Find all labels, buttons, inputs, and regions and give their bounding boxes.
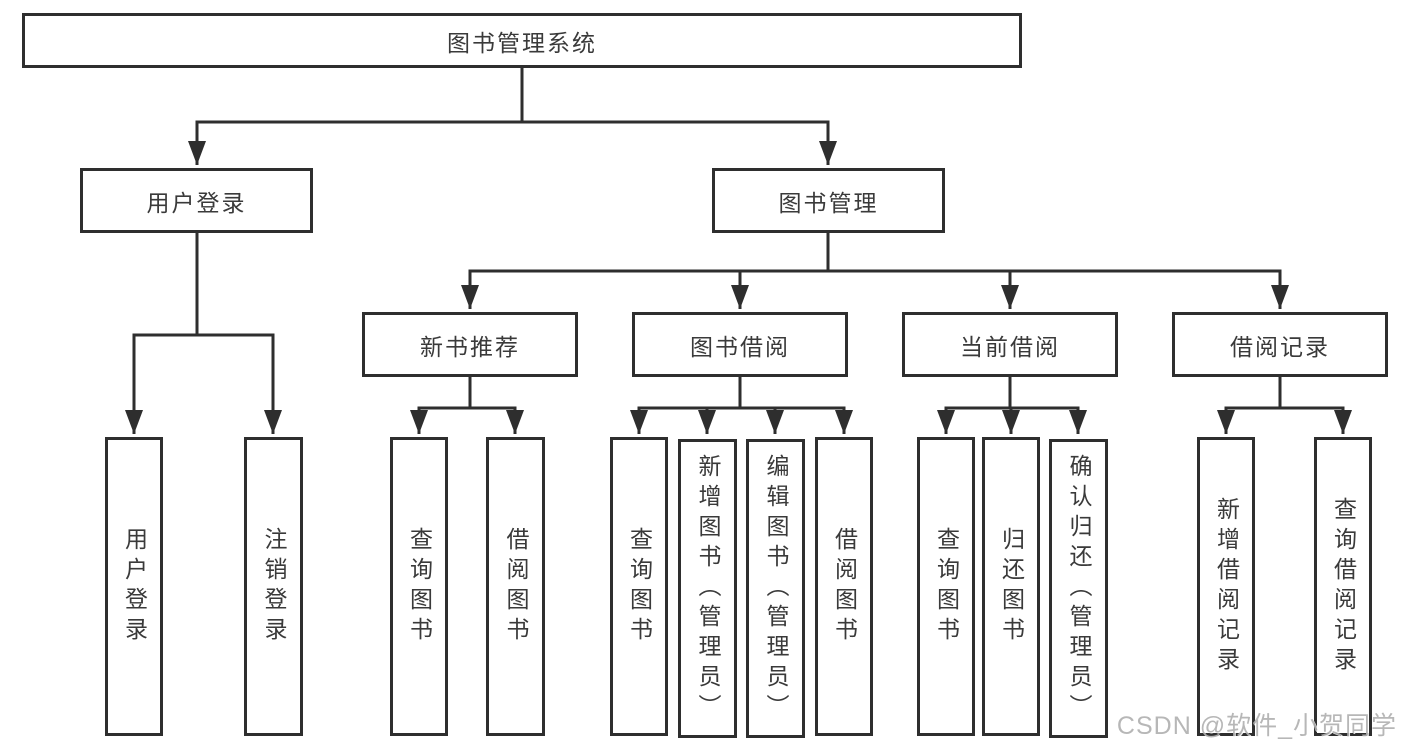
node-book-management: 图书管理 [712, 168, 945, 233]
leaf-borrowing-query-books: 查询图书 [610, 437, 668, 736]
node-borrow-records: 借阅记录 [1172, 312, 1388, 377]
node-library-management-system: 图书管理系统 [22, 13, 1022, 68]
leaf-borrowing-borrow-books: 借阅图书 [815, 437, 873, 736]
node-current-borrowing: 当前借阅 [902, 312, 1118, 377]
leaf-current-return-books: 归还图书 [982, 437, 1040, 736]
node-user-login: 用户登录 [80, 168, 313, 233]
leaf-user-login: 用户登录 [105, 437, 163, 736]
leaf-borrowing-add-books-admin: 新增图书（管理员） [678, 439, 737, 738]
csdn-watermark: CSDN @软件_小贺同学 [1116, 712, 1397, 740]
leaf-logout-login: 注销登录 [244, 437, 303, 736]
leaf-current-confirm-return-admin: 确认归还（管理员） [1049, 439, 1108, 738]
leaf-records-query-borrow-record: 查询借阅记录 [1314, 437, 1372, 736]
leaf-newbook-borrow-books: 借阅图书 [486, 437, 545, 736]
node-book-borrowing: 图书借阅 [632, 312, 848, 377]
leaf-records-add-borrow-record: 新增借阅记录 [1197, 437, 1255, 736]
leaf-newbook-query-books: 查询图书 [390, 437, 448, 736]
leaf-borrowing-edit-books-admin: 编辑图书（管理员） [746, 439, 805, 738]
leaf-current-query-books: 查询图书 [917, 437, 975, 736]
node-new-book-recommend: 新书推荐 [362, 312, 578, 377]
